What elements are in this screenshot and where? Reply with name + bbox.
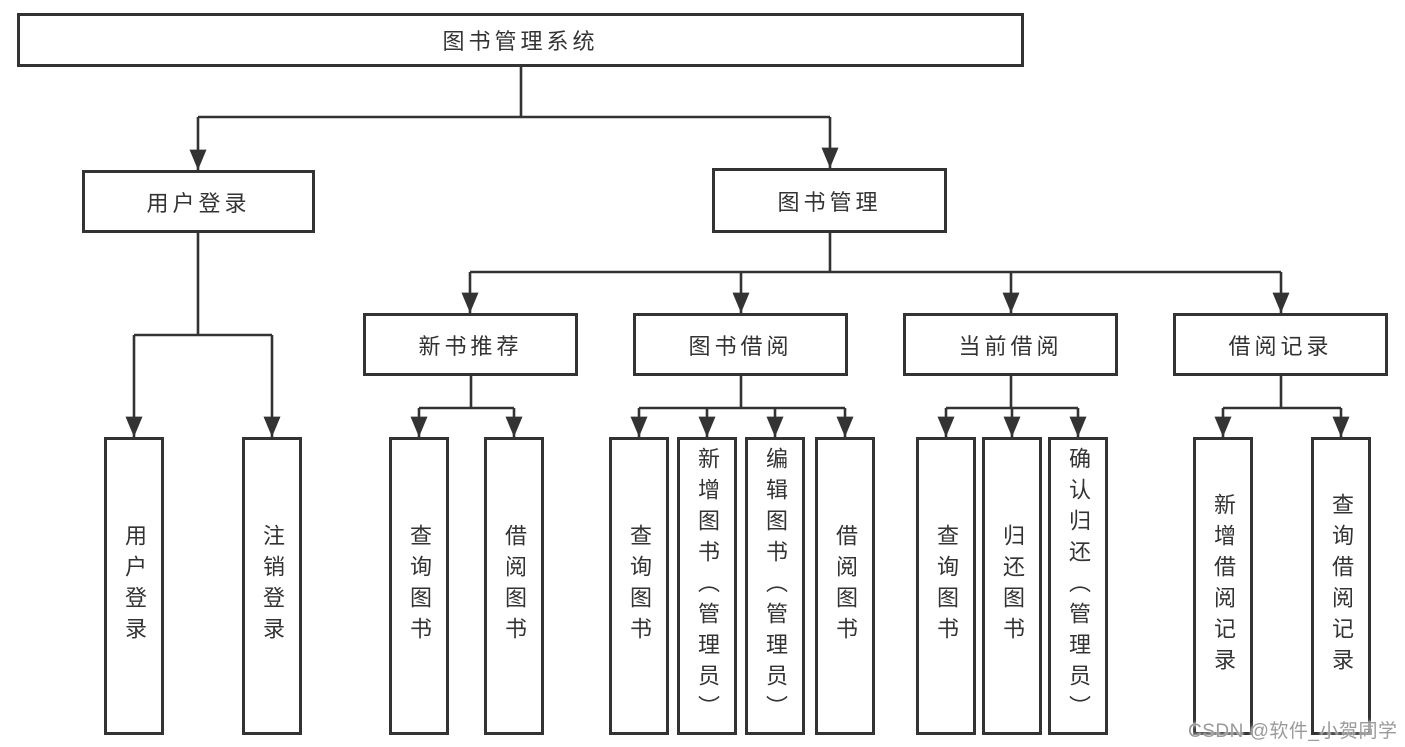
connector-new-books-children <box>410 376 523 437</box>
node-library-system-label: 图书管理系统 <box>442 29 599 54</box>
connector-current-borrowing-children <box>937 376 1087 437</box>
node-user-login-label: 用户登录 <box>146 190 251 216</box>
leaf-logout: 注销登录 <box>242 437 302 735</box>
leaf-query-books-current: 查询图书 <box>916 437 976 735</box>
node-library-system: 图书管理系统 <box>17 13 1024 67</box>
connector-borrowing-records-children <box>1214 376 1350 437</box>
leaf-borrow-books-newbooks: 借阅图书 <box>484 437 544 735</box>
leaf-add-borrow-record: 新增借阅记录 <box>1193 437 1253 735</box>
node-book-borrowing: 图书借阅 <box>633 313 848 376</box>
leaf-borrow-books-borrowing: 借阅图书 <box>815 437 875 735</box>
leaf-return-books: 归还图书 <box>982 437 1042 735</box>
leaf-edit-book-admin: 编辑图书（管理员） <box>745 437 805 735</box>
leaf-confirm-return-admin: 确认归还（管理员） <box>1048 437 1108 735</box>
connector-book-borrowing-children <box>630 376 854 437</box>
connector-book-management-children <box>461 233 1290 313</box>
node-book-borrowing-label: 图书借阅 <box>688 333 793 359</box>
leaf-add-book-admin: 新增图书（管理员） <box>677 437 737 735</box>
leaf-query-books-newbooks: 查询图书 <box>389 437 449 735</box>
node-borrowing-records-label: 借阅记录 <box>1228 333 1333 359</box>
watermark: CSDN @软件_小贺同学 <box>1188 721 1398 742</box>
node-new-book-recommendation-label: 新书推荐 <box>418 333 523 359</box>
node-new-book-recommendation: 新书推荐 <box>363 313 578 376</box>
node-book-management: 图书管理 <box>712 168 947 233</box>
node-user-login: 用户登录 <box>82 170 315 233</box>
leaf-query-borrow-record: 查询借阅记录 <box>1311 437 1371 735</box>
connector-user-login-children <box>125 233 281 437</box>
node-book-management-label: 图书管理 <box>777 189 882 215</box>
node-current-borrowing-label: 当前借阅 <box>958 333 1063 359</box>
node-borrowing-records: 借阅记录 <box>1173 313 1388 376</box>
leaf-query-books-borrowing: 查询图书 <box>609 437 669 735</box>
connector-root-to-level2 <box>189 67 839 171</box>
node-current-borrowing: 当前借阅 <box>903 313 1118 376</box>
leaf-user-login: 用户登录 <box>104 437 164 735</box>
